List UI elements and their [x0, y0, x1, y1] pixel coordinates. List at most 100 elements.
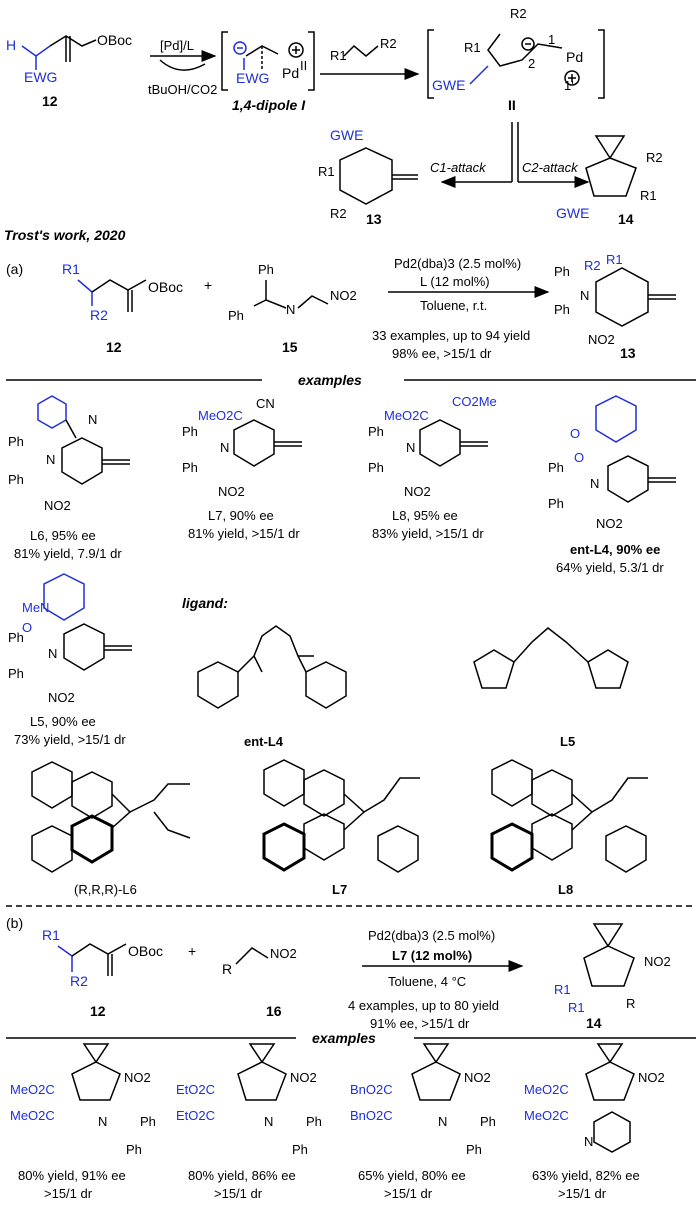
- n: N: [406, 440, 415, 455]
- dipole-intermediate: EWG Pd II 1,4-dipole I: [221, 31, 315, 113]
- product-13-a: Ph Ph N R1 R2 NO2 13: [554, 252, 676, 361]
- ph: Ph: [182, 460, 198, 475]
- example-b3-line2: >15/1 dr: [384, 1186, 433, 1201]
- ph: Ph: [8, 434, 24, 449]
- substrate-12-b: R1 R2 OBoc 12: [42, 927, 163, 1019]
- example-b3: NO2 BnO2C BnO2C N Ph Ph: [350, 1043, 496, 1157]
- intermediate-ii: R1 R2 GWE 1 2 1' Pd II: [427, 6, 605, 113]
- product-13-top: GWE R1 R2 13: [318, 127, 418, 227]
- example-b1-line1: 80% yield, 91% ee: [18, 1168, 126, 1183]
- ph: Ph: [554, 302, 570, 317]
- r2: R2: [330, 206, 347, 221]
- ester: MeO2C: [524, 1082, 569, 1097]
- example-b1: NO2 MeO2C MeO2C N Ph Ph: [10, 1043, 156, 1157]
- result-b2: 91% ee, >15/1 dr: [370, 1016, 470, 1031]
- example-b1-line2: >15/1 dr: [44, 1186, 93, 1201]
- compound-12-label: 12: [90, 1003, 106, 1019]
- no2: NO2: [44, 498, 71, 513]
- no2: NO2: [290, 1070, 317, 1085]
- example-b2: NO2 EtO2C EtO2C N Ph Ph: [176, 1043, 322, 1157]
- gwe-label: GWE: [432, 77, 465, 93]
- r2: R2: [646, 150, 663, 165]
- ph: Ph: [480, 1114, 496, 1129]
- no2: NO2: [330, 288, 357, 303]
- compound-12-label: 12: [106, 339, 122, 355]
- r1: R1: [640, 188, 657, 203]
- substrate-12-top: H EWG OBoc 12: [6, 32, 132, 109]
- cn: N: [88, 412, 97, 427]
- ligand-header: ligand:: [182, 595, 228, 611]
- cond-a1: Pd2(dba)3 (2.5 mol%): [394, 256, 521, 271]
- no2: NO2: [596, 516, 623, 531]
- ligand-l6: [31, 761, 191, 873]
- o: O: [570, 426, 580, 441]
- reagent-pd-l: [Pd]/L: [160, 38, 194, 53]
- ester: MeO2C: [10, 1082, 55, 1097]
- n: N: [264, 1114, 273, 1129]
- compound-14-label: 14: [618, 211, 634, 227]
- alkene-r2: R2: [380, 36, 397, 51]
- example-ent-l4: O O Ph Ph N NO2: [548, 395, 676, 531]
- ph: Ph: [548, 460, 564, 475]
- example-b3-line1: 65% yield, 80% ee: [358, 1168, 466, 1183]
- ligand-ent-l4: [197, 625, 347, 709]
- example-l8-line1: L8, 95% ee: [392, 508, 458, 523]
- part-b-tag: (b): [6, 915, 23, 931]
- compound-14-label: 14: [586, 1015, 602, 1031]
- example-l6: N Ph Ph N NO2: [8, 395, 130, 513]
- no2: NO2: [588, 332, 615, 347]
- ph: Ph: [306, 1114, 322, 1129]
- ester: BnO2C: [350, 1082, 393, 1097]
- ester: EtO2C: [176, 1108, 215, 1123]
- pd-label: Pd: [282, 65, 299, 81]
- result-a2: 98% ee, >15/1 dr: [392, 346, 492, 361]
- ligand-l7: [262, 759, 420, 873]
- r1: R1: [606, 252, 623, 267]
- ph: Ph: [182, 424, 198, 439]
- r1: R1: [62, 261, 80, 277]
- example-b4: NO2 MeO2C MeO2C N: [524, 1043, 665, 1153]
- dipole-label: 1,4-dipole I: [232, 97, 306, 113]
- example-l5-line2: 73% yield, >15/1 dr: [14, 732, 126, 747]
- ester: MeO2C: [384, 408, 429, 423]
- reagent-tbuoh: tBuOH/CO2: [148, 82, 217, 97]
- cond-a3: Toluene, r.t.: [420, 298, 487, 313]
- n: N: [438, 1114, 447, 1129]
- ph: Ph: [8, 630, 24, 645]
- c1p-number: 1': [564, 78, 574, 93]
- compound-13-label: 13: [366, 211, 382, 227]
- compound-13-label: 13: [620, 345, 636, 361]
- ester: CO2Me: [452, 394, 497, 409]
- ligand-l5: [473, 627, 629, 689]
- examples-header-b: examples: [312, 1030, 376, 1046]
- cond-b2: L7 (12 mol%): [392, 948, 472, 963]
- men: MeN: [22, 600, 49, 615]
- r1: R1: [554, 982, 571, 997]
- part-a-tag: (a): [6, 261, 23, 277]
- example-l5-line1: L5, 90% ee: [30, 714, 96, 729]
- ph: Ph: [292, 1142, 308, 1157]
- ester: EtO2C: [176, 1082, 215, 1097]
- o: O: [22, 620, 32, 635]
- ph: Ph: [8, 472, 24, 487]
- cond-b1: Pd2(dba)3 (2.5 mol%): [368, 928, 495, 943]
- ligand-l8-label: L8: [558, 882, 573, 897]
- no2: NO2: [218, 484, 245, 499]
- example-b2-line2: >15/1 dr: [214, 1186, 263, 1201]
- ligand-l6-label: (R,R,R)-L6: [74, 882, 137, 897]
- cond-b3: Toluene, 4 °C: [388, 974, 466, 989]
- r1: R1: [568, 1000, 585, 1015]
- ewg-label: EWG: [24, 69, 57, 85]
- example-l6-line1: L6, 95% ee: [30, 528, 96, 543]
- ii-pd: Pd: [566, 49, 583, 65]
- no2: NO2: [48, 690, 75, 705]
- example-l7-line1: L7, 90% ee: [208, 508, 274, 523]
- ii-r2: R2: [510, 6, 527, 21]
- example-b4-line1: 63% yield, 82% ee: [532, 1168, 640, 1183]
- no2: NO2: [124, 1070, 151, 1085]
- n: N: [48, 646, 57, 661]
- r: R: [626, 996, 635, 1011]
- ph: Ph: [228, 308, 244, 323]
- ligand-l7-label: L7: [332, 882, 347, 897]
- compound-16-label: 16: [266, 1003, 282, 1019]
